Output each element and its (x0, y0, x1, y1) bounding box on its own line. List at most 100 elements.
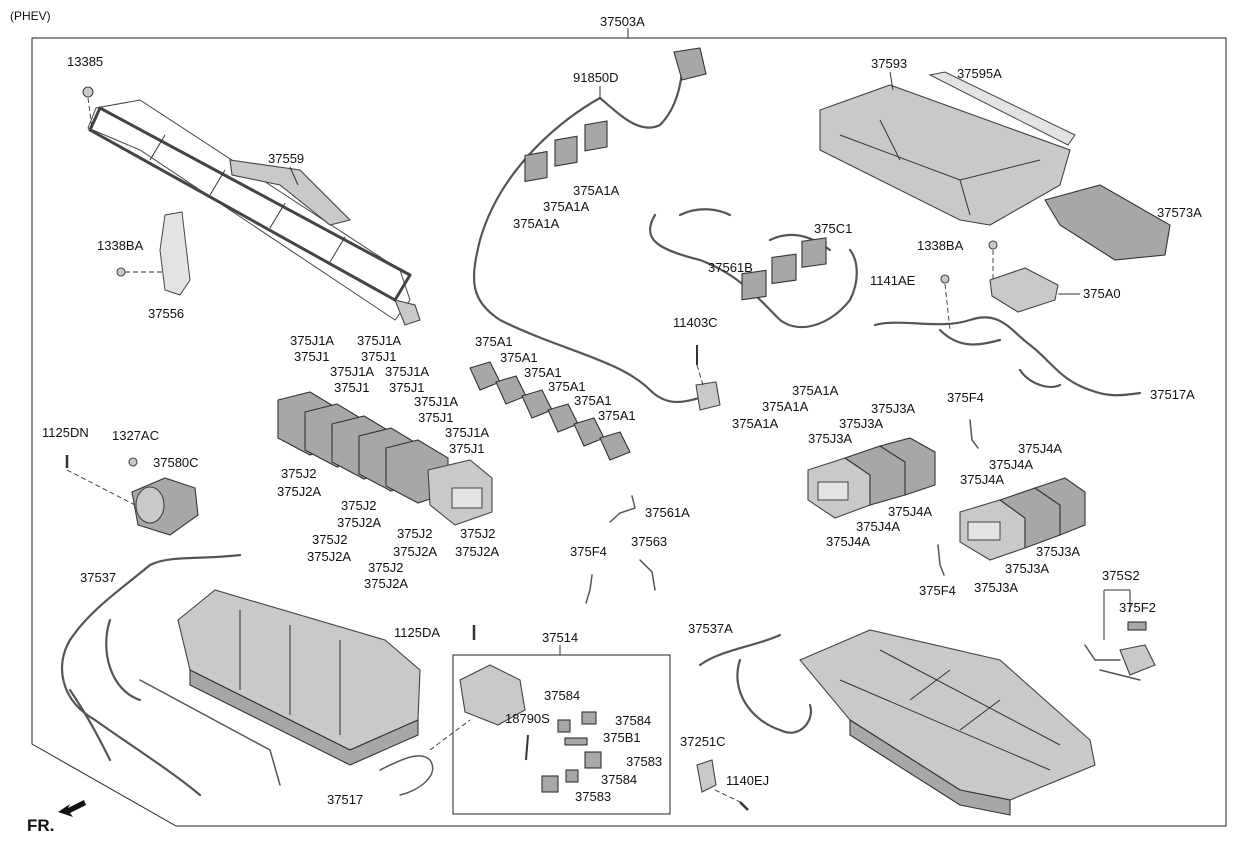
label-375J4A-2: 375J4A (989, 457, 1033, 472)
label-375A1A-2: 375A1A (543, 199, 590, 214)
label-375A1A-3: 375A1A (513, 216, 560, 231)
label-375J2-6: 375J2 (460, 526, 495, 541)
label-375A1A-1: 375A1A (573, 183, 620, 198)
relay-37583-2 (541, 775, 559, 793)
direction-label: FR. (27, 816, 54, 835)
nut-13385 (82, 86, 94, 98)
assembly-number: 37503A (600, 14, 645, 29)
fuse-375F4-1 (969, 419, 979, 449)
connectors-375A1A-lower (741, 237, 827, 301)
label-375F4-3: 375F4 (570, 544, 607, 559)
module-stack-375J1 (277, 391, 493, 526)
label-1125DN: 1125DN (42, 425, 89, 440)
cover-37573A (1044, 184, 1171, 261)
label-375J4A-1: 375J4A (1018, 441, 1062, 456)
label-375J2A-3: 375J2A (307, 549, 351, 564)
fuse-375F4-3 (585, 574, 593, 604)
harness-37561B (648, 213, 858, 329)
label-375J3A-2: 375J3A (839, 416, 883, 431)
label-375F2: 375F2 (1119, 600, 1156, 615)
battery-tray-right (799, 629, 1096, 801)
label-37573A: 37573A (1157, 205, 1202, 220)
harness-37563 (639, 559, 656, 591)
label-375J1A-4: 375J1A (385, 364, 429, 379)
label-375J2-3: 375J2 (312, 532, 347, 547)
label-375J4A-6: 375J4A (826, 534, 870, 549)
label-375F4-1: 375F4 (947, 390, 984, 405)
label-13385: 13385 (67, 54, 103, 69)
variant-label: (PHEV) (10, 9, 51, 23)
label-375J3A-3: 375J3A (808, 431, 852, 446)
label-37583-1: 37583 (626, 754, 662, 769)
label-375J2A-4: 375J2A (393, 544, 437, 559)
label-375F4-2: 375F4 (919, 583, 956, 598)
label-37561A: 37561A (645, 505, 690, 520)
label-37584-1: 37584 (544, 688, 580, 703)
relay-37584-1 (557, 719, 571, 733)
label-375J2A-6: 375J2A (455, 544, 499, 559)
label-375J1A-1: 375J1A (290, 333, 334, 348)
label-375A1-4: 375A1 (548, 379, 586, 394)
label-37537A: 37537A (688, 621, 733, 636)
label-375A1-2: 375A1 (500, 350, 538, 365)
label-375J1A-6: 375J1A (445, 425, 489, 440)
label-1125DA: 1125DA (394, 625, 440, 640)
label-375J1A-3: 375J1A (330, 364, 374, 379)
label-37580C: 37580C (153, 455, 199, 470)
label-37251C: 37251C (680, 734, 726, 749)
label-1327AC: 1327AC (112, 428, 159, 443)
fuse-375F2 (1127, 621, 1147, 631)
fuse-375B1 (564, 737, 588, 746)
front-arrow-icon (58, 800, 86, 817)
label-37556: 37556 (148, 306, 184, 321)
label-37517A: 37517A (1150, 387, 1195, 402)
label-375A1-1: 375A1 (475, 334, 513, 349)
label-37584-2: 37584 (615, 713, 651, 728)
connectors-375A1A-upper (524, 120, 608, 183)
label-375J2A-5: 375J2A (364, 576, 408, 591)
label-375J2-2: 375J2 (341, 498, 376, 513)
tool-18790S (525, 734, 529, 761)
harness-37517 (379, 755, 434, 796)
label-1140EJ: 1140EJ (726, 773, 769, 788)
label-375J3A-5: 375J3A (1005, 561, 1049, 576)
label-1338BA-left: 1338BA (97, 238, 144, 253)
bracket-37251C (696, 759, 717, 793)
label-1338BA-right: 1338BA (917, 238, 964, 253)
label-375A1-6: 375A1 (598, 408, 636, 423)
label-375B1: 375B1 (603, 730, 641, 745)
label-375J1-2: 375J1 (361, 349, 396, 364)
label-37593: 37593 (871, 56, 907, 71)
label-375J1-1: 375J1 (294, 349, 329, 364)
fuse-375F4-2 (937, 544, 945, 576)
label-37517: 37517 (327, 792, 363, 807)
label-375J2A-2: 375J2A (337, 515, 381, 530)
harness-37517A (873, 316, 1142, 397)
label-375J1A-2: 375J1A (357, 333, 401, 348)
bracket-frame-37559 (87, 99, 421, 326)
label-375J2-5: 375J2 (368, 560, 403, 575)
label-375J3A-6: 375J3A (974, 580, 1018, 595)
nut-1327AC (128, 457, 138, 467)
label-375J2-4: 375J2 (397, 526, 432, 541)
bracket-37556 (159, 211, 191, 296)
connectors-375A1-row (469, 361, 631, 461)
box-37514 (452, 654, 671, 815)
label-37537: 37537 (80, 570, 116, 585)
assembly-frame (31, 37, 1227, 827)
label-375J3A-4: 375J3A (1036, 544, 1080, 559)
label-375J2-1: 375J2 (281, 466, 316, 481)
label-375J4A-5: 375J4A (856, 519, 900, 534)
label-375S2: 375S2 (1102, 568, 1140, 583)
bracket-37595A (928, 71, 1076, 146)
nut-1338BA-left (116, 267, 126, 277)
label-37563: 37563 (631, 534, 667, 549)
label-375A1-5: 375A1 (574, 393, 612, 408)
bolt-1140EJ (739, 801, 749, 811)
label-375A1A-6: 375A1A (732, 416, 779, 431)
cover-37593 (819, 84, 1071, 226)
label-1141AE: 1141AE (870, 273, 916, 288)
label-11403C: 11403C (673, 315, 718, 330)
label-37595A: 37595A (957, 66, 1002, 81)
